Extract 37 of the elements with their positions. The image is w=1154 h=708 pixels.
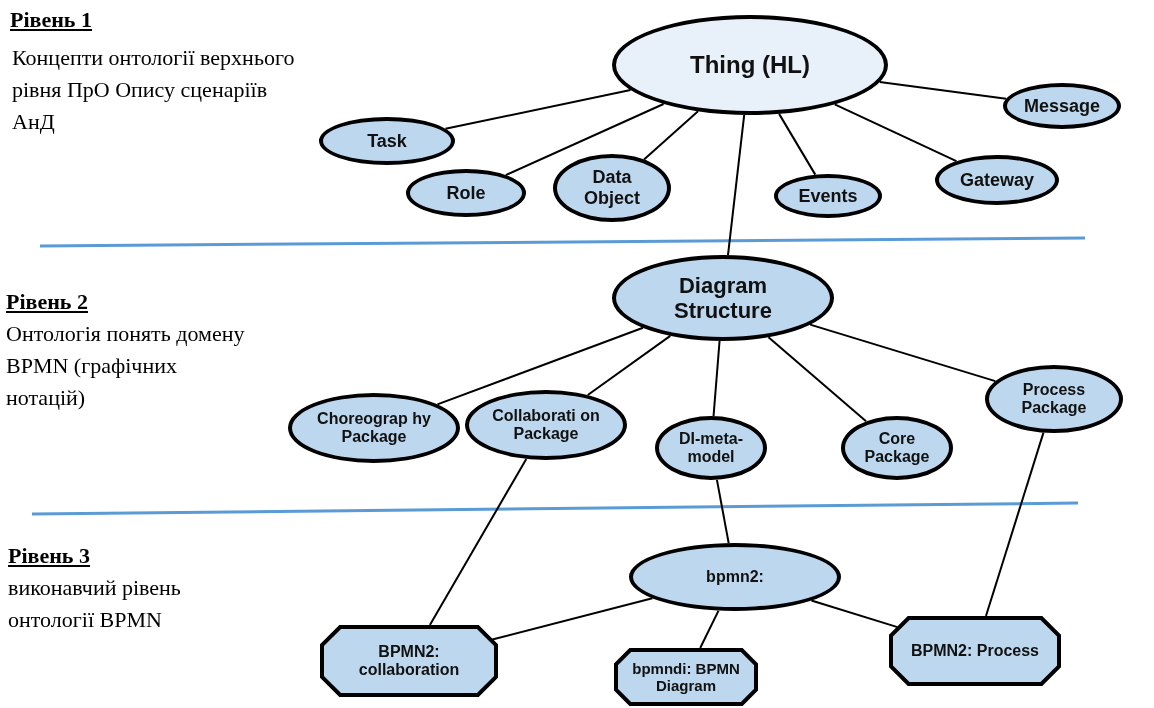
node-label: Gateway: [958, 169, 1035, 191]
connector-line: [504, 102, 665, 177]
connector-line: [810, 599, 899, 629]
connector-line: [833, 103, 958, 163]
connector-line: [984, 431, 1045, 617]
node-label: BPMN2: Process: [909, 641, 1040, 661]
connector-line: [715, 478, 730, 545]
node-label: Process Package: [1020, 380, 1088, 418]
node-label: DI-meta-model: [678, 429, 744, 467]
node-label: Message: [1022, 95, 1101, 117]
connector-line: [727, 113, 746, 257]
connector-line: [778, 112, 817, 176]
node-label: Task: [366, 130, 408, 152]
octagon-node: [889, 616, 1061, 686]
node-label: bpmndi: BPMN Diagram: [631, 659, 741, 695]
connector-line: [491, 597, 654, 641]
connector-line: [436, 326, 644, 406]
node-label: Core Package: [863, 429, 931, 467]
node-label: Choreograp hy Package: [316, 409, 432, 447]
connector-line: [699, 609, 720, 649]
level-heading: Рівень 1: [10, 6, 93, 34]
node-label: Collaborati on Package: [491, 406, 601, 444]
level-heading: Рівень 3: [8, 542, 91, 570]
node-label: Diagram Structure: [673, 272, 773, 324]
node-label: Role: [445, 182, 487, 204]
level-description: Онтологія понять домену BPMN (графічних нотацій): [6, 320, 246, 412]
octagon-node: [614, 648, 758, 706]
level-heading: Рівень 2: [6, 288, 89, 316]
node-label: Events: [797, 185, 859, 207]
node-label: Data Object: [583, 167, 641, 209]
node-label: Thing (HL): [689, 51, 811, 79]
node-label: BPMN2: collaboration: [357, 642, 461, 680]
connector-line: [712, 340, 721, 418]
octagon-node: [320, 625, 498, 697]
level-description: виконавчий рівень онтології BPMN: [8, 574, 182, 634]
level-description: Концепти онтології верхнього рівня ПрО Опису сценаріїв АнД: [12, 44, 296, 136]
node-label: bpmn2:: [705, 567, 765, 587]
